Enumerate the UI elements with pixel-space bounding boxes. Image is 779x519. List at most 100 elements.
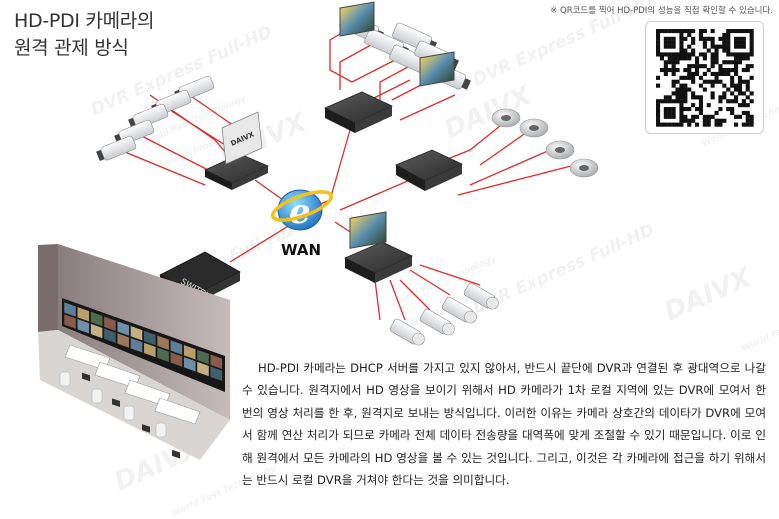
- qr-module: [726, 29, 731, 34]
- video-wall-tile: [170, 339, 183, 356]
- qr-module: [749, 75, 754, 80]
- qr-module: [683, 114, 688, 119]
- qr-module: [683, 52, 688, 57]
- qr-module: [718, 44, 723, 49]
- qr-module: [734, 60, 739, 65]
- description-paragraph: HD-PDI 카메라는 DHCP 서버를 가지고 있지 않아서, 반드시 끝단에…: [242, 361, 766, 488]
- qr-module: [675, 95, 680, 100]
- qr-module: [687, 118, 692, 123]
- qr-module: [730, 110, 735, 115]
- qr-module: [656, 75, 661, 80]
- qr-module: [749, 36, 754, 41]
- video-wall-tile: [90, 311, 103, 327]
- qr-module: [741, 110, 746, 115]
- qr-module: [679, 103, 684, 108]
- qr-module: [730, 107, 735, 112]
- qr-module: [737, 44, 742, 49]
- qr-module: [737, 91, 742, 96]
- qr-module: [710, 95, 715, 100]
- qr-module: [695, 71, 700, 76]
- qr-module: [749, 64, 754, 69]
- qr-module: [714, 44, 719, 49]
- qr-module: [710, 114, 715, 119]
- qr-module: [659, 29, 664, 34]
- qr-module: [710, 52, 715, 57]
- camera-cluster-left: [96, 75, 215, 161]
- qr-module: [706, 68, 711, 73]
- qr-module: [667, 107, 672, 112]
- qr-module: [730, 52, 735, 57]
- qr-module: [737, 83, 742, 88]
- qr-module: [687, 44, 692, 49]
- qr-module: [671, 91, 676, 96]
- qr-module: [698, 75, 703, 80]
- qr-module: [737, 40, 742, 45]
- qr-module: [741, 103, 746, 108]
- qr-module: [722, 44, 727, 49]
- qr-module: [726, 36, 731, 41]
- qr-module: [656, 114, 661, 119]
- qr-module: [667, 52, 672, 57]
- qr-module: [691, 95, 696, 100]
- qr-module: [656, 52, 661, 57]
- qr-module: [663, 95, 668, 100]
- qr-module: [663, 44, 668, 49]
- qr-module: [667, 60, 672, 65]
- video-wall-tile: [63, 313, 77, 330]
- qr-module: [745, 52, 750, 57]
- qr-module: [691, 48, 696, 53]
- qr-module: [726, 40, 731, 45]
- qr-module: [741, 40, 746, 45]
- video-wall-tile: [156, 346, 170, 363]
- video-wall-tile: [196, 361, 210, 377]
- qr-module: [726, 32, 731, 37]
- qr-module: [683, 91, 688, 96]
- qr-module: [702, 56, 707, 61]
- qr-module: [718, 95, 723, 100]
- qr-module: [671, 44, 676, 49]
- qr-note: ※ QR코드를 찍어 HD-PDI의 성능을 직접 확인할 수 있습니다.: [550, 6, 773, 16]
- qr-module: [675, 79, 680, 84]
- dvr-left: DAIVX: [204, 111, 269, 190]
- qr-module: [726, 71, 731, 76]
- qr-module: [683, 68, 688, 73]
- qr-module: [675, 91, 680, 96]
- qr-module: [745, 114, 750, 119]
- qr-module: [710, 60, 715, 65]
- qr-module: [722, 118, 727, 123]
- qr-module: [722, 32, 727, 37]
- qr-module: [675, 122, 680, 127]
- video-wall-tile: [143, 342, 157, 358]
- qr-module: [730, 79, 735, 84]
- qr-module: [722, 71, 727, 76]
- qr-module: [726, 48, 731, 53]
- qr-module: [702, 122, 707, 127]
- qr-module: [710, 71, 715, 76]
- qr-module: [702, 79, 707, 84]
- qr-module: [722, 68, 727, 73]
- qr-module: [749, 91, 754, 96]
- qr-module: [710, 91, 715, 96]
- qr-module: [749, 122, 754, 127]
- qr-module: [749, 99, 754, 104]
- qr-module: [691, 52, 696, 57]
- qr-module: [730, 75, 735, 80]
- qr-module: [734, 71, 739, 76]
- qr-module: [663, 64, 668, 69]
- qr-module: [687, 68, 692, 73]
- qr-module: [702, 44, 707, 49]
- camera-cluster-bottom: [389, 282, 499, 346]
- qr-module: [659, 52, 664, 57]
- qr-module: [683, 99, 688, 104]
- video-wall-tile: [116, 332, 130, 349]
- qr-module: [671, 29, 676, 34]
- qr-module: [745, 103, 750, 108]
- qr-module: [656, 103, 661, 108]
- qr-code[interactable]: [645, 21, 764, 134]
- qr-module: [741, 68, 746, 73]
- qr-module: [702, 52, 707, 57]
- qr-module: [679, 95, 684, 100]
- qr-module: [691, 75, 696, 80]
- qr-module: [683, 87, 688, 92]
